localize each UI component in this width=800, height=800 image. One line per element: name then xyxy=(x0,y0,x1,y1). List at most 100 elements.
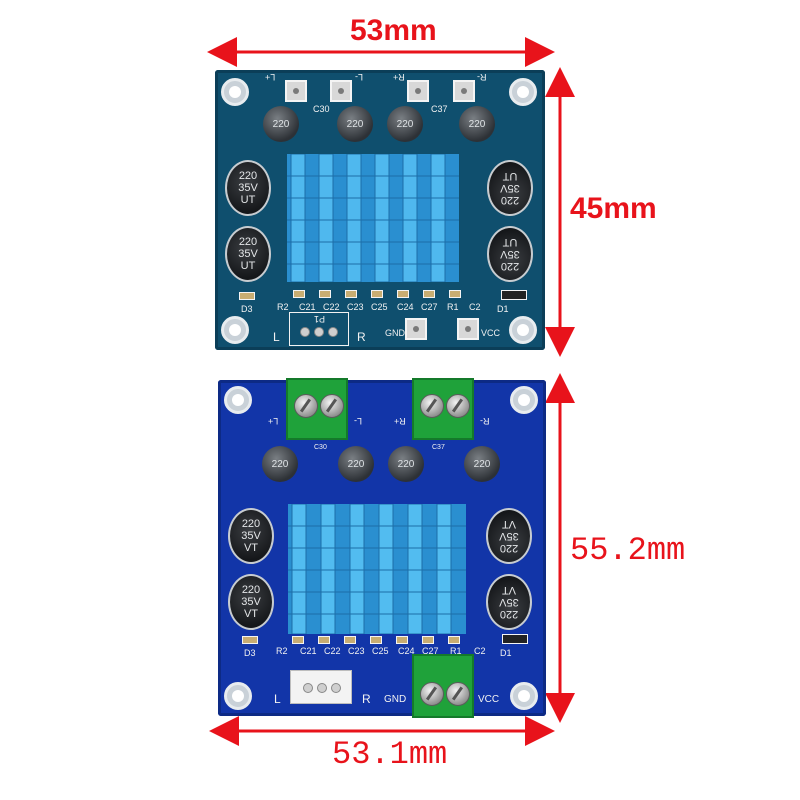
part-label: C23 xyxy=(348,646,365,656)
part-label: C24 xyxy=(398,646,415,656)
d3-label: D3 xyxy=(244,648,256,658)
diode-d1 xyxy=(501,290,527,300)
top-height-label: 45mm xyxy=(570,192,657,225)
part-label: C23 xyxy=(347,302,364,312)
vcc-label: VCC xyxy=(478,694,500,705)
smd-component xyxy=(449,290,461,298)
gnd-label: GND xyxy=(385,328,405,338)
screw xyxy=(420,682,444,706)
silk-c30: C30 xyxy=(314,444,327,451)
part-label: C22 xyxy=(323,302,340,312)
inductor: 220 xyxy=(464,446,500,482)
output-pad xyxy=(285,80,307,102)
d1-label: D1 xyxy=(500,648,512,658)
pin xyxy=(314,327,324,337)
r-label: R xyxy=(362,692,371,706)
mount-hole xyxy=(224,386,252,414)
part-label: C22 xyxy=(324,646,341,656)
input-connector-jst xyxy=(290,670,352,704)
smd-component xyxy=(318,636,330,644)
d1-label: D1 xyxy=(497,304,509,314)
output-pad xyxy=(453,80,475,102)
smd-component xyxy=(292,636,304,644)
smd-component xyxy=(448,636,460,644)
silk-c37: C37 xyxy=(431,104,448,114)
inductor: 220 xyxy=(387,106,423,142)
power-pad xyxy=(457,318,479,340)
mount-hole xyxy=(509,78,537,106)
heatsink xyxy=(287,154,459,282)
part-label: R2 xyxy=(276,646,288,656)
pin xyxy=(303,683,313,693)
bottom-height-label: 55.2mm xyxy=(570,532,686,569)
power-terminal xyxy=(412,654,474,718)
inductor: 220 xyxy=(459,106,495,142)
screw xyxy=(446,682,470,706)
smd-component xyxy=(422,636,434,644)
silk-c37: C37 xyxy=(432,444,445,451)
part-label: C24 xyxy=(397,302,414,312)
smd-component xyxy=(345,290,357,298)
pad-label: L- xyxy=(355,72,364,82)
heatsink xyxy=(288,504,466,634)
screw xyxy=(320,394,344,418)
mount-hole xyxy=(510,682,538,710)
mount-hole xyxy=(510,386,538,414)
inductor: 220 xyxy=(338,446,374,482)
pad-label: R+ xyxy=(393,72,405,82)
part-label: C2 xyxy=(469,302,481,312)
output-pad xyxy=(330,80,352,102)
d3-label: D3 xyxy=(241,304,253,314)
mount-hole xyxy=(224,682,252,710)
smd-component xyxy=(396,636,408,644)
pin xyxy=(317,683,327,693)
part-label: C2 xyxy=(474,646,486,656)
pad-label: L+ xyxy=(265,72,276,82)
pad-label: L- xyxy=(354,416,363,426)
diode-d1 xyxy=(502,634,528,644)
part-label: R1 xyxy=(450,646,462,656)
diode-d3 xyxy=(242,636,258,644)
pin xyxy=(331,683,341,693)
smd-component xyxy=(319,290,331,298)
output-terminal-right xyxy=(412,378,474,440)
inductor: 220 xyxy=(388,446,424,482)
pad-label: R+ xyxy=(394,416,406,426)
r-label: R xyxy=(357,330,366,344)
diode-d3 xyxy=(239,292,255,300)
part-label: C21 xyxy=(300,646,317,656)
inductor: 220 xyxy=(337,106,373,142)
part-label: R2 xyxy=(277,302,289,312)
output-pad xyxy=(407,80,429,102)
part-label: C27 xyxy=(422,646,439,656)
pad-label: L+ xyxy=(268,416,279,426)
part-label: C21 xyxy=(299,302,316,312)
vcc-label: VCC xyxy=(481,328,501,338)
smd-component xyxy=(423,290,435,298)
mount-hole xyxy=(221,78,249,106)
gnd-label: GND xyxy=(384,694,407,705)
screw xyxy=(420,394,444,418)
smd-component xyxy=(293,290,305,298)
power-pad xyxy=(405,318,427,340)
smd-component xyxy=(397,290,409,298)
pad-label: R- xyxy=(477,72,487,82)
smd-component xyxy=(371,290,383,298)
bottom-width-label: 53.1mm xyxy=(332,736,448,773)
part-label: C25 xyxy=(372,646,389,656)
part-label: R1 xyxy=(447,302,459,312)
inductor: 220 xyxy=(263,106,299,142)
inductor: 220 xyxy=(262,446,298,482)
l-label: L xyxy=(274,692,281,706)
top-width-label: 53mm xyxy=(350,14,437,47)
output-terminal-left xyxy=(286,378,348,440)
